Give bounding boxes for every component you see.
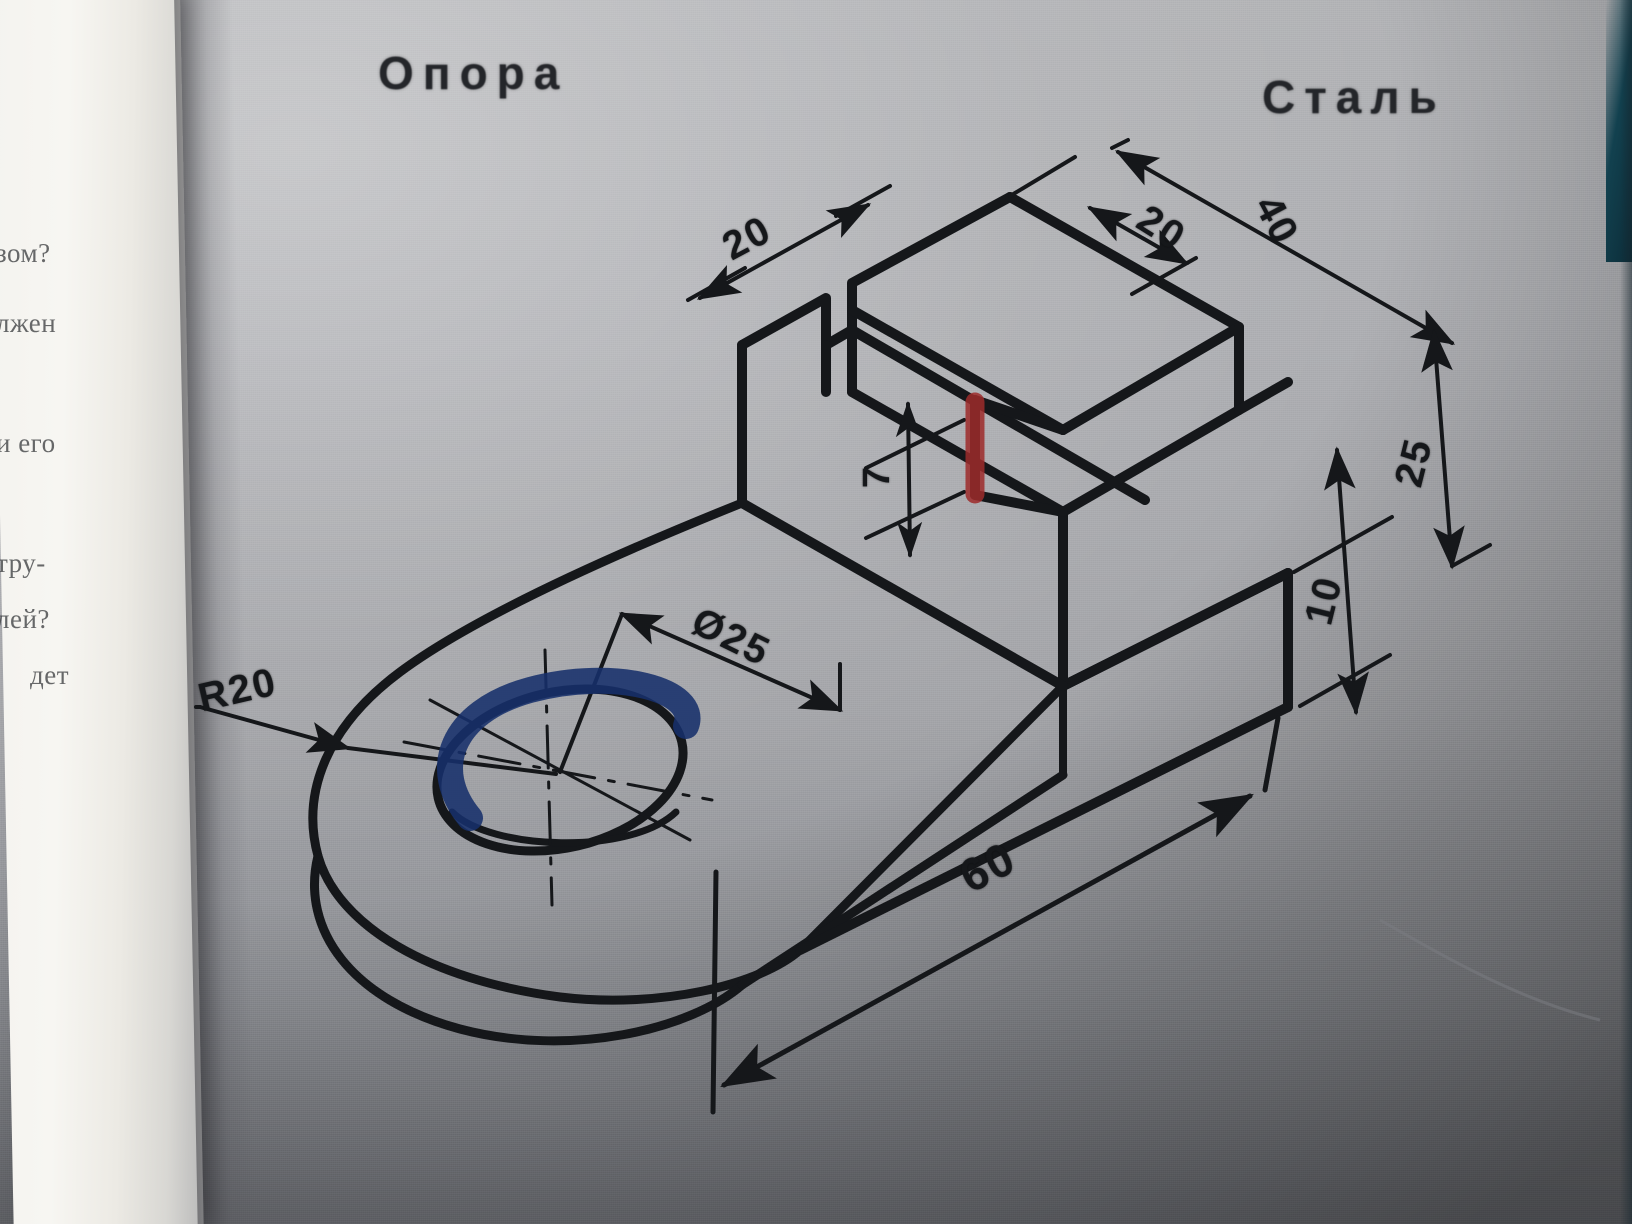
left-page-text-line-4: тру- [0,548,46,578]
left-page-text-line-2: лжен [0,308,57,338]
left-page-text-line-5: лей? [0,604,50,634]
part-title: Опора [378,47,569,99]
left-page-text-line-3: и его [0,428,56,458]
dimension-7: 7 [856,464,899,489]
blue-marker-circle [437,667,701,831]
page-edge-right-shade [1620,0,1632,1224]
paper-crease [1379,918,1601,1022]
material-label: Сталь [1262,71,1446,123]
left-page-text-line-6: дет [30,660,70,690]
left-page-text-line-1: зом? [0,238,51,268]
